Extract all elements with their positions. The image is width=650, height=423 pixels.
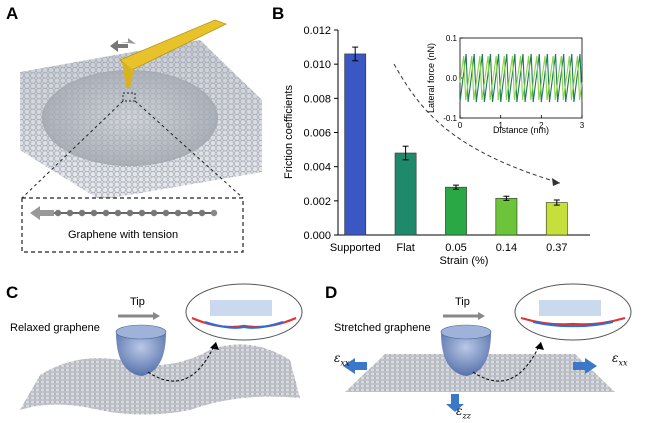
inset-x-tick-label: 2 <box>539 121 544 130</box>
y-tick-label: 0.006 <box>303 128 331 140</box>
panel-a-label: A <box>6 4 19 23</box>
y-tick-label: 0.008 <box>303 93 331 105</box>
strain-xx-left-label: εxx <box>334 351 350 368</box>
panel-c-sheet-label: Relaxed graphene <box>10 322 100 334</box>
x-tick-label: Flat <box>396 242 414 254</box>
tension-inset-box <box>21 197 244 253</box>
y-tick-label: 0.002 <box>303 196 331 208</box>
panel-d-sheet-label: Stretched graphene <box>334 322 431 334</box>
panel-a-illustration <box>20 19 262 253</box>
x-tick-label: Supported <box>330 242 381 254</box>
atom-chain <box>54 209 218 217</box>
strain-xx-right-arrow <box>573 358 597 374</box>
inset-x-tick-label: 3 <box>580 121 585 130</box>
panel-d-illustration <box>343 283 632 412</box>
y-axis-label: Friction coefficients <box>283 85 295 179</box>
trend-arrow <box>393 63 561 184</box>
bar <box>394 152 417 236</box>
panel-d-label: D <box>325 283 338 302</box>
y-tick-label: 0.012 <box>303 25 331 37</box>
inset-y-tick-label: 0.0 <box>446 74 458 83</box>
panel-d-tip-label: Tip <box>455 296 470 308</box>
bar <box>495 197 518 236</box>
strain-xx-left-arrow <box>343 358 367 374</box>
y-tick-label: 0.010 <box>303 59 331 71</box>
panel-c-illustration <box>20 283 303 415</box>
friction-bar-chart: Friction coefficients Strain (%) 0.000 0.… <box>283 25 590 267</box>
y-tick-label: 0.004 <box>303 162 331 174</box>
inset-y-tick-label: -0.1 <box>443 114 457 123</box>
inset-x-tick-label: 1 <box>498 121 503 130</box>
bar <box>344 53 367 236</box>
tension-arrow-icon <box>30 206 54 220</box>
inset-x-label: Distance (nm) <box>493 125 549 135</box>
bar <box>445 186 467 236</box>
y-tick-label: 0.000 <box>303 230 331 242</box>
inset-series-line <box>459 55 583 101</box>
inset-y-label: Lateral force (nN) <box>426 43 436 113</box>
panel-a-caption: Graphene with tension <box>68 229 179 241</box>
inset-x-tick-label: 0 <box>458 121 463 130</box>
x-tick-label: 0.14 <box>496 242 517 254</box>
panel-c-label: C <box>6 283 19 302</box>
panel-c-tip-label: Tip <box>130 296 145 308</box>
x-axis-label: Strain (%) <box>440 255 489 267</box>
strain-zz-arrow <box>446 394 464 412</box>
tip-icon <box>441 332 491 376</box>
strain-xx-right-label: εxx <box>612 351 628 368</box>
x-tick-label: 0.37 <box>546 242 567 254</box>
inset-y-tick-label: 0.1 <box>446 34 458 43</box>
panel-b-label: B <box>272 4 285 23</box>
lateral-force-inset: Lateral force (nN) Distance (nm) 0 1 2 3 -0.… <box>426 34 585 135</box>
bar <box>545 202 568 236</box>
strain-zz-label: εzz <box>456 404 471 421</box>
x-tick-label: 0.05 <box>445 242 466 254</box>
tip-icon <box>116 332 166 376</box>
